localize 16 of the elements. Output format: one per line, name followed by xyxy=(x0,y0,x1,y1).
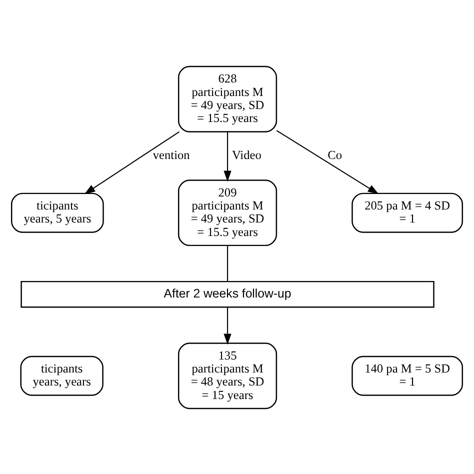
edge-label: vention xyxy=(152,148,190,162)
edge-label: Co xyxy=(328,148,342,162)
node-box: 140 pa M = 5 SD = 1 xyxy=(352,355,464,396)
node-box: 135 participants M = 48 years, SD = 15 years xyxy=(178,342,278,409)
arrow xyxy=(224,131,232,182)
node-box: 209 participants M = 49 years, SD = 15.5 years xyxy=(178,179,278,246)
arrow xyxy=(224,306,232,344)
node-box: ticipants years, 5 years xyxy=(10,192,104,232)
node-box: 205 pa M = 4 SD = 1 xyxy=(352,192,464,232)
edge-label: Video xyxy=(232,148,262,162)
arrow xyxy=(276,130,379,194)
arrow xyxy=(84,130,180,194)
node-box: ticipants years, years xyxy=(20,355,104,396)
node-box: 628 participants M = 49 years, SD = 15.5 years xyxy=(178,65,278,132)
node-box: After 2 weeks follow-up xyxy=(20,280,434,308)
connector xyxy=(227,244,228,282)
